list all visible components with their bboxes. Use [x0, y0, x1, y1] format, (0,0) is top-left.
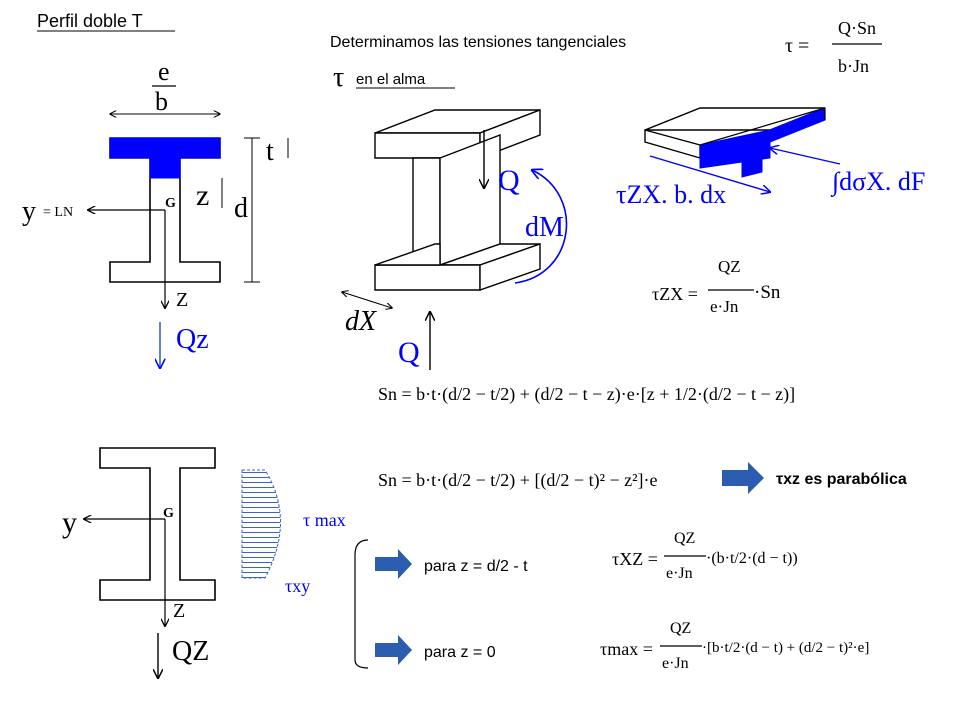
label-tau-xy: τxy: [285, 576, 310, 596]
label-g-bottom: G: [163, 506, 174, 521]
formula-tau-max-tail: ·[b·t/2·(d − t) + (d/2 − t)²·e]: [702, 640, 869, 656]
formula-tau-max: τmax = QZ e·Jn ·[b·t/2·(d − t) + (d/2 − …: [600, 620, 869, 672]
formula-tau-xz: τXZ = QZ e·Jn ·(b·t/2·(d − t)): [612, 530, 798, 582]
formula-tau-max-lhs: τmax =: [600, 639, 653, 659]
text-case1: para z = d/2 - t: [424, 558, 528, 575]
label-y-bottom: y: [62, 506, 77, 539]
label-z-axis-bottom: Z: [173, 600, 185, 622]
label-ln: = LN: [43, 205, 73, 220]
slice-tau-arrow: [649, 155, 770, 192]
intro-tau: τ: [333, 62, 344, 93]
beam-web-side: [439, 133, 501, 266]
beam-bottom-flange-back: [374, 243, 441, 266]
beam-bottom-flange-front: [374, 264, 481, 291]
beam-bottom-flange-side: [479, 243, 541, 291]
slice-blue-face: [699, 107, 826, 169]
i-beam-outline-bottom: [99, 447, 216, 601]
slice-3d: [644, 107, 826, 178]
formula-tau-zx: τZX = QZ e·Jn ·Sn: [652, 257, 781, 316]
formula-jourawski: τ = Q·Sn b·Jn: [785, 18, 882, 76]
label-beam-q-bottom: Q: [398, 336, 420, 369]
label-beam-q-top: Q: [498, 164, 520, 197]
arrow-case2: [375, 635, 412, 665]
label-slice-integral: ∫dσX. dF: [830, 167, 925, 197]
intro-line2: en el alma: [356, 71, 426, 88]
slide-title: Perfil doble T: [37, 11, 143, 31]
label-shear-bottom: QZ: [172, 636, 209, 667]
label-y-top: y: [22, 196, 36, 227]
cross-section-top: e b d t z G y = LN Z Qz: [22, 57, 289, 368]
label-d: d: [234, 193, 248, 224]
label-z-axis-top: Z: [176, 289, 188, 311]
tau-distribution: [241, 469, 281, 579]
text-case2: para z = 0: [424, 644, 496, 661]
label-z: z: [196, 179, 209, 212]
shaded-area-above-z: [109, 137, 221, 179]
beam-3d: [374, 108, 541, 291]
arrow-case1: [375, 549, 412, 579]
formula-jourawski-lhs: τ =: [785, 35, 809, 57]
formula-sn-2: Sn = b·t·(d/2 − t/2) + [(d/2 − t)² − z²]…: [378, 470, 658, 491]
formula-tau-zx-num: QZ: [718, 257, 741, 276]
slice-front: [644, 129, 701, 159]
label-dx: dX: [345, 306, 377, 337]
formula-tau-xz-lhs: τXZ =: [612, 549, 658, 569]
formula-tau-xz-den: e·Jn: [666, 565, 693, 582]
slice-sigma-arrow: [770, 148, 841, 165]
formula-tau-xz-num: QZ: [674, 530, 695, 547]
brace-cases: [354, 539, 369, 669]
label-shear-top: Qz: [176, 324, 209, 355]
label-b: b: [155, 87, 168, 116]
intro-line1: Determinamos las tensiones tangenciales: [330, 34, 626, 51]
formula-tau-max-den: e·Jn: [662, 655, 689, 672]
formula-tau-max-num: QZ: [670, 620, 691, 637]
dimension-dx: [342, 292, 392, 308]
text-parabolic: τxz es parabólica: [776, 471, 907, 488]
label-t: t: [266, 136, 274, 167]
formula-tau-zx-lhs: τZX =: [652, 284, 698, 304]
slice-top-edge: [699, 107, 826, 146]
label-slice-tau: τZX. b. dx: [616, 180, 726, 209]
slice-web-stub: [741, 146, 763, 178]
formula-tau-zx-tail: ·Sn: [754, 282, 781, 303]
moment-arc: [514, 170, 568, 284]
label-e: e: [158, 57, 170, 86]
label-g-top: G: [165, 196, 176, 211]
label-dm: dM: [525, 212, 564, 243]
cross-section-bottom: G y Z QZ τ max τxy: [62, 447, 346, 678]
formula-tau-zx-den: e·Jn: [710, 297, 739, 316]
formula-tau-xz-tail: ·(b·t/2·(d − t)): [706, 550, 798, 567]
label-tau-max: τ max: [303, 510, 346, 530]
formula-jourawski-den: b·Jn: [838, 56, 869, 76]
formula-sn-1: Sn = b·t·(d/2 − t/2) + (d/2 − t − z)·e·[…: [378, 384, 795, 405]
arrow-parabolic: [722, 462, 764, 494]
formula-jourawski-num: Q·Sn: [838, 18, 876, 38]
